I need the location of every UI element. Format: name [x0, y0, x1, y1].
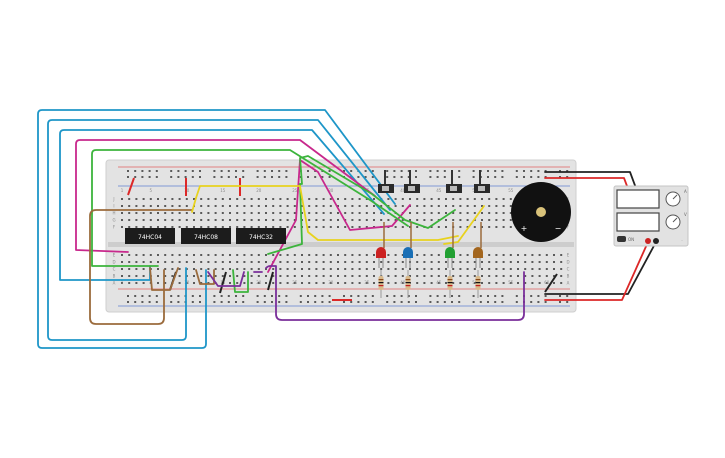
row-letter: B	[113, 274, 116, 279]
column-number: 55	[508, 188, 514, 193]
column-number: 30	[328, 280, 334, 285]
chip-74hc32: 74HC32	[236, 228, 286, 244]
column-number: 25	[292, 188, 298, 193]
switches	[378, 170, 490, 193]
column-number: 40	[400, 280, 406, 285]
led	[376, 247, 386, 258]
row-letter: F	[567, 225, 570, 230]
breadboard-trench	[108, 242, 574, 247]
psu-switch-label: ON	[628, 237, 634, 242]
wire-magenta-1	[75, 139, 376, 253]
wire-brown-2	[149, 267, 179, 291]
psu-terminal-black	[653, 238, 659, 244]
wire-green-2	[299, 155, 456, 229]
wire-green-4	[232, 269, 249, 293]
buzzer-minus-label: −	[555, 224, 562, 233]
wire-psu-red-bottom	[544, 241, 649, 301]
resistors	[378, 222, 482, 298]
chip-label: 74HC32	[249, 234, 273, 241]
row-letter: A	[113, 281, 116, 286]
row-letter: H	[112, 211, 115, 216]
wire-purple-2	[207, 271, 245, 287]
column-number: 30	[328, 188, 334, 193]
power-supply[interactable]: A V ON ·	[613, 185, 689, 247]
row-letter: J	[112, 197, 114, 202]
column-number: 45	[436, 188, 442, 193]
leds	[376, 247, 483, 268]
psu-display-top	[616, 189, 660, 209]
column-number: 20	[256, 188, 262, 193]
row-letter: B	[567, 274, 570, 279]
column-number: 40	[400, 188, 406, 193]
column-number: 25	[292, 280, 298, 285]
switch-3	[446, 170, 462, 193]
column-number: 55	[508, 280, 514, 285]
wire-green-3	[267, 183, 303, 255]
wire-purple-1	[265, 265, 525, 321]
column-number: 20	[256, 280, 262, 285]
row-letter: E	[567, 253, 570, 258]
led	[473, 247, 483, 258]
row-letter: A	[567, 281, 570, 286]
chip-74hc04: 74HC04	[125, 228, 175, 244]
row-letter: E	[113, 253, 116, 258]
psu-terminal-label: ·	[681, 238, 682, 243]
led	[403, 247, 413, 258]
wire-yellow-2	[443, 205, 485, 245]
row-letter: G	[112, 218, 115, 223]
wire-psu-black-bottom	[544, 241, 657, 295]
row-letter: D	[112, 260, 115, 265]
psu-switch	[617, 236, 626, 242]
row-letter: F	[113, 225, 116, 230]
column-number: 15	[220, 188, 226, 193]
switch-1	[378, 170, 394, 193]
chip-74hc08: 74HC08	[181, 228, 231, 244]
column-number: 45	[436, 280, 442, 285]
column-number: 10	[184, 188, 190, 193]
column-number: 50	[472, 280, 478, 285]
chip-label: 74HC04	[138, 234, 162, 241]
wire-blue-3	[59, 129, 385, 281]
wire-brown-3	[195, 269, 215, 285]
wire-magenta-2	[267, 159, 411, 273]
row-letter: I	[113, 204, 114, 209]
column-number: 1	[121, 280, 124, 285]
piezo-buzzer: + −	[511, 182, 571, 242]
psu-terminal-red	[645, 238, 651, 244]
column-number: 5	[150, 188, 153, 193]
wire-yellow-3	[191, 197, 197, 213]
row-letter: D	[566, 260, 569, 265]
column-number: 35	[364, 280, 370, 285]
psu-display-bottom	[616, 212, 660, 232]
psu-knob-label-v: V	[684, 212, 687, 217]
switch-4	[474, 170, 490, 193]
column-number: 10	[184, 280, 190, 285]
led	[445, 247, 455, 258]
row-letter: C	[567, 267, 570, 272]
wire-yellow-1	[195, 185, 459, 241]
wire-brown-1	[89, 209, 193, 325]
column-number: 60	[544, 280, 550, 285]
wire-blue-1	[37, 109, 396, 349]
chip-label: 74HC08	[194, 234, 218, 241]
switch-2	[404, 170, 420, 193]
row-letter: C	[113, 267, 116, 272]
wire-green-1	[91, 149, 409, 267]
buzzer-plus-label: +	[521, 224, 528, 233]
psu-knob-label-a: A	[684, 189, 687, 194]
column-number: 1	[121, 188, 124, 193]
wire-blue-2	[47, 119, 391, 341]
